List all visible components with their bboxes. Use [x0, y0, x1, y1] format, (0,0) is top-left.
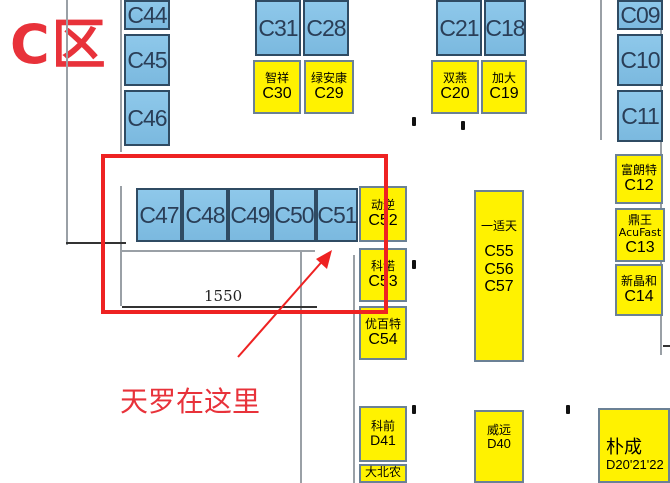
booth-c21[interactable]: C21 — [436, 0, 482, 56]
booth-c50[interactable]: C50 — [272, 188, 316, 242]
booth-code: D20'21'22 — [606, 456, 664, 472]
booth-c55-c57[interactable]: 一适天 C55 C56 C57 — [474, 190, 524, 362]
booth-code: C57 — [484, 278, 514, 296]
wall-line — [120, 186, 122, 306]
wall-line — [66, 0, 68, 245]
pointer-arrow-icon — [237, 250, 332, 358]
location-note: 天罗在这里 — [120, 385, 261, 418]
booth-code: C52 — [368, 211, 398, 229]
booth-name: 新晶和 — [620, 273, 657, 288]
booth-name: 朴成 — [606, 437, 642, 458]
booth-name: 威远 — [486, 423, 511, 437]
booth-c29[interactable]: 绿安康 C29 — [304, 60, 354, 114]
wall-line — [663, 345, 670, 347]
booth-name: 科前 — [370, 418, 395, 433]
booth-d20[interactable]: 朴成 D20'21'22 — [598, 408, 670, 483]
booth-name: 富朗特 — [620, 162, 657, 177]
booth-c44[interactable]: C44 — [124, 0, 170, 30]
booth-name: 绿安康 — [310, 70, 347, 85]
booth-c45[interactable]: C45 — [124, 34, 170, 86]
booth-c52[interactable]: 动逆 C52 — [359, 186, 407, 242]
booth-code: D40 — [487, 436, 511, 452]
booth-c13[interactable]: 鼎王 AcuFast C13 — [615, 208, 665, 262]
booth-c20[interactable]: 双燕 C20 — [431, 60, 479, 114]
booth-name: 大北农 — [364, 465, 401, 479]
booth-code: C29 — [314, 84, 344, 102]
booth-d41[interactable]: 科前 D41 — [359, 406, 407, 462]
dimension-label: 1550 — [204, 287, 243, 305]
booth-c09[interactable]: C09 — [617, 0, 663, 30]
booth-name: 科诺 — [370, 258, 395, 273]
zone-label: C区 — [10, 13, 108, 76]
booth-c31[interactable]: C31 — [255, 0, 301, 56]
booth-c14[interactable]: 新晶和 C14 — [615, 264, 663, 316]
wall-line — [122, 306, 317, 308]
booth-c48[interactable]: C48 — [182, 188, 228, 242]
booth-d40[interactable]: 威远 D40 — [474, 410, 524, 483]
booth-name: 智祥 — [264, 70, 289, 85]
booth-code: C56 — [484, 260, 514, 278]
marker-dot — [412, 260, 416, 269]
booth-sub-name: AcuFast — [618, 225, 662, 239]
booth-c19[interactable]: 加大 C19 — [481, 60, 527, 114]
booth-code: C13 — [625, 238, 655, 256]
booth-code: C12 — [624, 176, 654, 194]
booth-c46[interactable]: C46 — [124, 90, 170, 146]
booth-c30[interactable]: 智祥 C30 — [253, 60, 301, 114]
booth-code: D41 — [370, 431, 396, 448]
booth-code: C14 — [624, 287, 654, 305]
booth-code: C20 — [440, 84, 470, 102]
booth-c51[interactable]: C51 — [316, 188, 358, 242]
booth-c47[interactable]: C47 — [136, 188, 182, 242]
booth-name: 鼎王 — [627, 212, 652, 227]
booth-name: 一适天 — [480, 219, 517, 233]
booth-code: C30 — [262, 84, 292, 102]
booth-code: C54 — [368, 330, 398, 348]
booth-c18[interactable]: C18 — [484, 0, 526, 56]
booth-name: 动逆 — [370, 197, 395, 212]
marker-dot — [412, 405, 416, 414]
booth-code: C19 — [489, 84, 519, 102]
booth-code: C53 — [368, 272, 398, 290]
wall-line — [120, 250, 315, 252]
booth-c11[interactable]: C11 — [617, 90, 663, 142]
booth-c54[interactable]: 优百特 C54 — [359, 306, 407, 360]
booth-c12[interactable]: 富朗特 C12 — [615, 154, 663, 204]
wall-line — [120, 0, 122, 152]
highlight-box — [101, 154, 388, 314]
marker-dot — [461, 121, 465, 130]
marker-dot — [566, 405, 570, 414]
booth-name: 双燕 — [442, 70, 467, 85]
booth-name: 优百特 — [364, 316, 401, 331]
marker-dot — [412, 117, 416, 126]
booth-c53[interactable]: 科诺 C53 — [359, 248, 407, 302]
wall-line — [300, 250, 302, 483]
booth-code: C55 — [484, 243, 514, 261]
booth-c28[interactable]: C28 — [303, 0, 349, 56]
booth-name: 加大 — [491, 70, 516, 85]
booth-d42[interactable]: 大北农 — [359, 464, 407, 483]
booth-c10[interactable]: C10 — [617, 34, 663, 86]
wall-line — [600, 0, 602, 140]
wall-line — [66, 242, 126, 244]
booth-c49[interactable]: C49 — [228, 188, 272, 242]
wall-line — [353, 255, 355, 483]
